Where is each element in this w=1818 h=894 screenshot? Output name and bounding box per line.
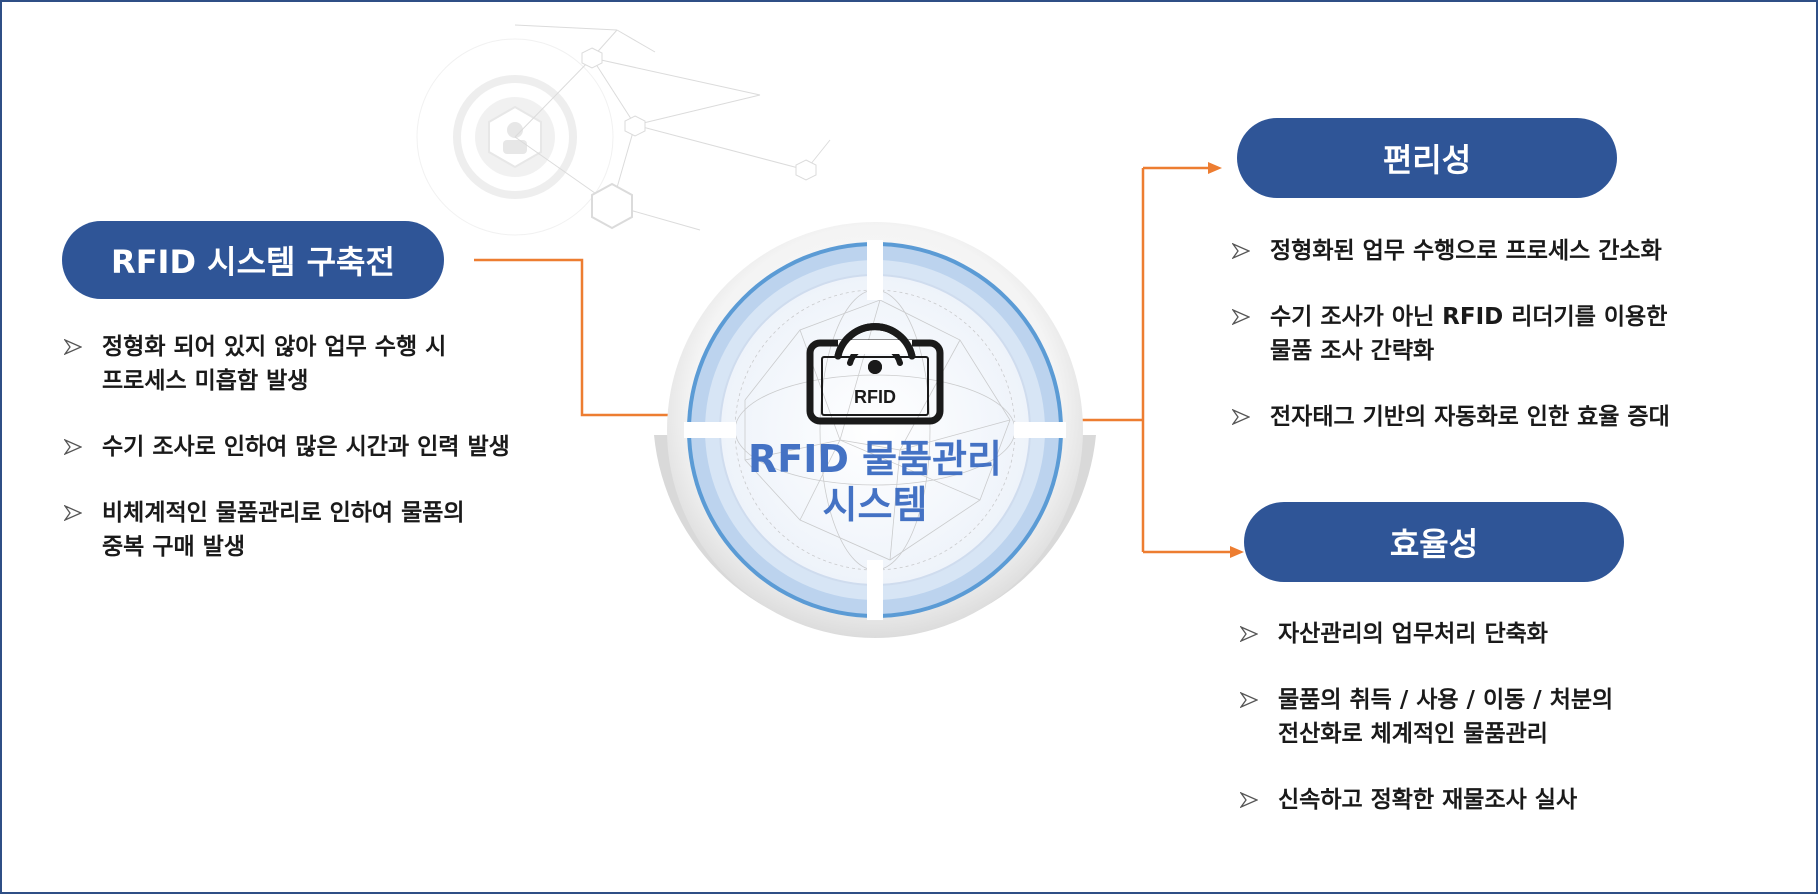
right-top-list: 정형화된 업무 수행으로 프로세스 간소화 수기 조사가 아닌 RFID 리더기… — [1232, 234, 1802, 434]
list-item-text: 전자태그 기반의 자동화로 인한 효율 증대 — [1270, 404, 1670, 430]
list-item: 정형화된 업무 수행으로 프로세스 간소화 — [1232, 234, 1802, 268]
right-bottom-title: 효율성 — [1389, 525, 1479, 563]
right-top-title-pill: 편리성 — [1237, 118, 1617, 198]
right-bottom-list: 자산관리의 업무처리 단축화 물품의 취득 / 사용 / 이동 / 처분의 전산… — [1240, 617, 1800, 817]
right-top-title: 편리성 — [1382, 141, 1472, 179]
arrowhead-bullet-icon — [1232, 309, 1250, 325]
list-item-text: 정형화된 업무 수행으로 프로세스 간소화 — [1270, 238, 1662, 264]
arrowhead-bullet-icon — [1232, 243, 1250, 259]
rfid-device-label: RFID — [854, 387, 896, 407]
list-item: 수기 조사가 아닌 RFID 리더기를 이용한 물품 조사 간략화 — [1232, 300, 1802, 368]
list-item-text: 자산관리의 업무처리 단축화 — [1278, 621, 1548, 647]
list-item: 물품의 취득 / 사용 / 이동 / 처분의 전산화로 체계적인 물품관리 — [1240, 683, 1800, 751]
list-item-text: 비체계적인 물품관리로 인하여 물품의 중복 구매 발생 — [102, 500, 465, 560]
connector-right — [1065, 162, 1244, 558]
list-item-text: 정형화 되어 있지 않아 업무 수행 시 프로세스 미흡함 발생 — [102, 334, 447, 394]
rfid-reader-icon: RFID — [806, 323, 944, 425]
list-item-text: 신속하고 정확한 재물조사 실사 — [1278, 787, 1578, 813]
list-item: 수기 조사로 인하여 많은 시간과 인력 발생 — [64, 430, 624, 464]
arrowhead-bullet-icon — [64, 339, 82, 355]
list-item-text: 수기 조사로 인하여 많은 시간과 인력 발생 — [102, 434, 510, 460]
center-title: RFID 물품관리 시스템 — [748, 437, 1002, 527]
list-item-text: 수기 조사가 아닌 RFID 리더기를 이용한 물품 조사 간략화 — [1270, 304, 1668, 364]
list-item: 정형화 되어 있지 않아 업무 수행 시 프로세스 미흡함 발생 — [64, 330, 624, 398]
center-circle — [654, 222, 1096, 638]
left-title-pill: RFID 시스템 구축전 — [62, 221, 444, 299]
list-item: 전자태그 기반의 자동화로 인한 효율 증대 — [1232, 400, 1802, 434]
arrowhead-bullet-icon — [64, 439, 82, 455]
left-title: RFID 시스템 구축전 — [111, 243, 395, 281]
list-item: 자산관리의 업무처리 단축화 — [1240, 617, 1800, 651]
arrowhead-bullet-icon — [1240, 626, 1258, 642]
arrowhead-bullet-icon — [1240, 792, 1258, 808]
people-network-icon — [416, 24, 831, 236]
arrowhead-bullet-icon — [64, 505, 82, 521]
arrowhead-bullet-icon — [1240, 692, 1258, 708]
list-item-text: 물품의 취득 / 사용 / 이동 / 처분의 전산화로 체계적인 물품관리 — [1278, 687, 1614, 747]
list-item: 비체계적인 물품관리로 인하여 물품의 중복 구매 발생 — [64, 496, 624, 564]
arrowhead-bullet-icon — [1232, 409, 1250, 425]
right-bottom-title-pill: 효율성 — [1244, 502, 1624, 582]
list-item: 신속하고 정확한 재물조사 실사 — [1240, 783, 1800, 817]
left-list: 정형화 되어 있지 않아 업무 수행 시 프로세스 미흡함 발생 수기 조사로 … — [64, 330, 624, 564]
